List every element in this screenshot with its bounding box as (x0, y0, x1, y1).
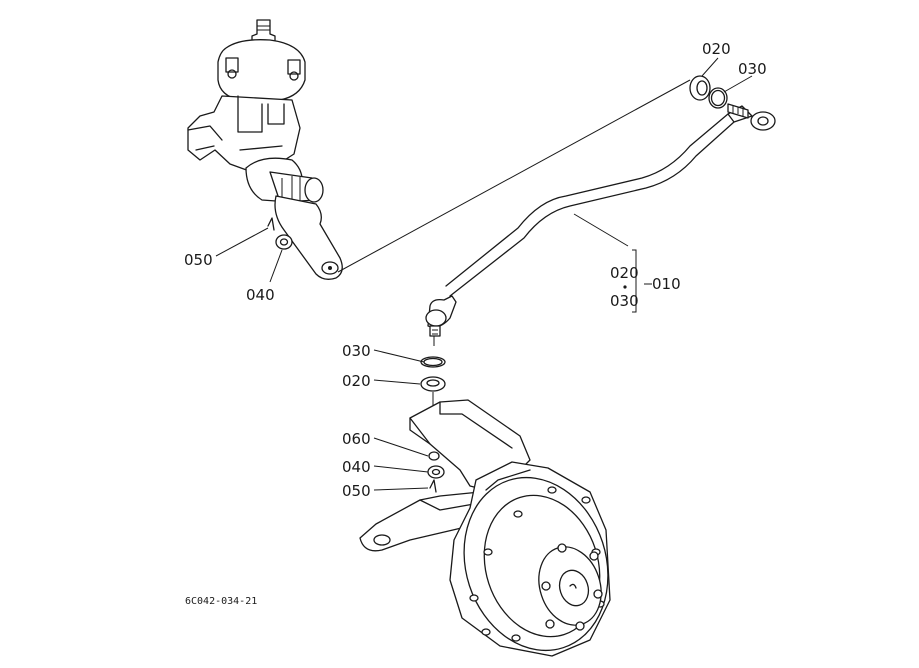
tie-rod (425, 103, 776, 346)
wheel-hub (449, 461, 611, 657)
callout-020-top: 020 (702, 40, 731, 58)
drawing-code: 6C042-034-21 (185, 596, 257, 607)
callout-020-knuckle: 020 (342, 372, 371, 390)
callout-050-pitman: 050 (184, 251, 213, 269)
pitman-hardware (267, 217, 293, 250)
callout-040-knuckle: 040 (342, 458, 371, 476)
callout-030-knuckle: 030 (342, 342, 371, 360)
lower-seal-and-ring (420, 356, 446, 415)
pitman-arm (274, 195, 343, 280)
steering-gearbox (187, 19, 324, 203)
callout-030-top: 030 (738, 60, 767, 78)
callout-010-assembly: 010 (652, 275, 681, 293)
callout-050-knuckle: 050 (342, 482, 371, 500)
knuckle-hardware (427, 451, 445, 493)
wheel-studs (541, 543, 603, 631)
upper-seal-and-ring (689, 75, 728, 109)
callout-060-knuckle: 060 (342, 430, 371, 448)
callout-040-pitman: 040 (246, 286, 275, 304)
callout-020-assembly: 020 (610, 264, 639, 282)
leader-lines (215, 57, 753, 491)
reference-line-pitman (337, 79, 691, 273)
callout-030-assembly: 030 (610, 292, 639, 310)
